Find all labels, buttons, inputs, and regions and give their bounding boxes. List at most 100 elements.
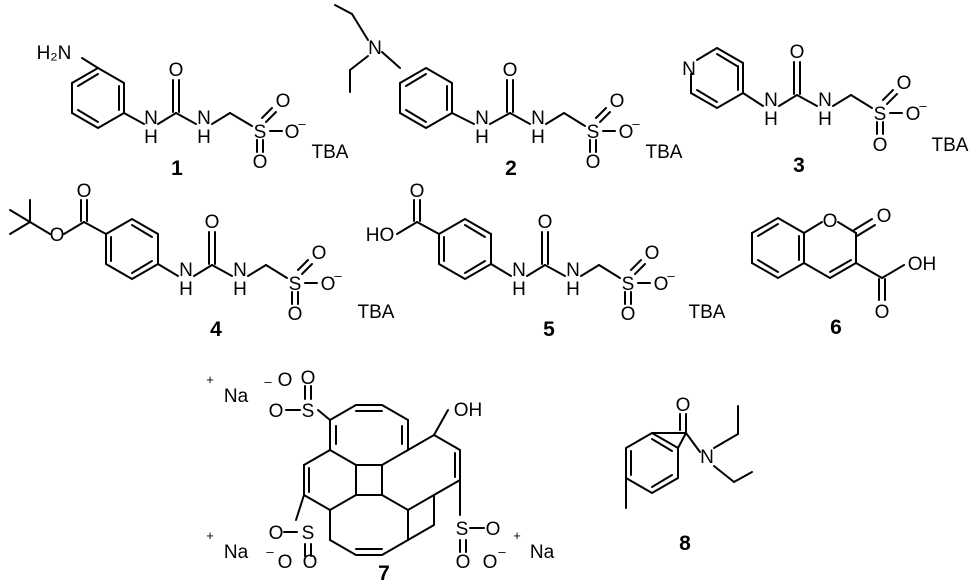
sulfonyl-oxygen-label: O [288,304,303,325]
nh-nitrogen-label: N [566,260,580,281]
acid-carbonyl-oxygen-label: O [410,181,425,202]
hydroxyl-label: OH [908,254,937,275]
negative-charge-label: – [334,268,342,283]
nh-nitrogen-label: N [818,90,832,111]
sulfonate-oxygen-label: O [285,122,300,143]
counterion-label: TBA [932,135,969,156]
nh-hydrogen-label: H [566,279,580,300]
compound-number: 5 [543,318,555,341]
sulfonate-oxygen-label: O [483,552,498,573]
amide-nitrogen-label: N [700,447,714,468]
pyridine-nitrogen-label: N [682,59,696,80]
nh-hydrogen-label: H [818,109,832,130]
sulfonate-oxygen-label: O [278,552,293,573]
sulfonate-oxygen-label: O [619,122,634,143]
sulfur-label: S [456,519,469,540]
sulfur-label: S [622,274,635,295]
negative-charge-label: – [264,374,272,389]
compound-number: 1 [171,157,183,180]
nh-nitrogen-label: N [144,108,158,129]
positive-charge-label: + [206,372,214,387]
negative-charge-label: – [498,544,506,559]
carbonyl-oxygen-label: O [676,395,691,416]
sulfonyl-oxygen-label: O [312,243,327,264]
sulfonate-oxygen-label: O [278,370,293,391]
carbonyl-oxygen-label: O [538,212,553,233]
sulfonyl-oxygen-label: O [610,91,625,112]
compound-4: O O O N H N H S O O – O TBA 4 [9,181,395,341]
sulfonyl-oxygen-label: O [621,304,636,325]
compound-6: O O OH O 6 [751,206,937,339]
sulfonyl-oxygen-label: O [456,552,471,573]
nh-hydrogen-label: H [233,279,247,300]
carbonyl-oxygen-label: O [205,212,220,233]
negative-charge-label: – [632,116,640,131]
hydroxyl-label: OH [454,400,483,421]
sulfonate-oxygen-label: O [321,274,336,295]
compound-5: HO O O N H N H S O O – O TBA 5 [366,181,726,341]
nh-nitrogen-label: N [179,260,193,281]
nh-hydrogen-label: H [179,279,193,300]
sulfonyl-oxygen-label: O [303,552,318,573]
ester-oxygen-label: O [50,225,65,246]
nh-hydrogen-label: H [764,109,778,130]
compound-2: N O N H N H S O O – O TBA 2 [334,4,683,180]
negative-charge-label: – [919,98,927,113]
amine-label: H₂N [37,43,72,64]
compound-8: O N 8 [625,395,753,555]
compound-3: N O N H N H S O O – O TBA 3 [682,42,969,177]
compound-number: 3 [793,154,805,177]
nh-hydrogen-label: H [531,127,545,148]
sulfonate-oxygen-label: O [906,104,921,125]
sulfonyl-oxygen-label: O [301,368,316,389]
counterion-label: TBA [358,302,395,323]
hydroxyl-label: HO [366,225,395,246]
nh-hydrogen-label: H [144,127,158,148]
nh-hydrogen-label: H [475,127,489,148]
sodium-label: Na [530,542,555,563]
sulfur-label: S [302,401,315,422]
carbonyl-oxygen-label: O [169,60,184,81]
nh-hydrogen-label: H [512,279,526,300]
compound-number: 8 [679,532,691,555]
compound-1: H₂N O N H N H S O O – O TBA 1 [37,43,349,180]
sulfonyl-oxygen-label: O [586,152,601,173]
positive-charge-label: + [513,528,521,543]
counterion-label: TBA [689,302,726,323]
sulfur-label: S [289,274,302,295]
compound-number: 7 [378,562,390,585]
sulfur-label: S [587,122,600,143]
amine-nitrogen-label: N [368,38,382,59]
sulfonyl-oxygen-label: O [253,152,268,173]
sulfonyl-oxygen-label: O [269,523,284,544]
nh-nitrogen-label: N [531,108,545,129]
lactone-oxygen-label: O [877,206,892,227]
sulfur-label: S [254,122,267,143]
sulfonyl-oxygen-label: O [645,243,660,264]
carbonyl-oxygen-label: O [503,60,518,81]
positive-charge-label: + [206,528,214,543]
carbonyl-oxygen-label: O [790,42,805,63]
negative-charge-label: – [667,268,675,283]
sulfonyl-oxygen-label: O [269,401,284,422]
nh-nitrogen-label: N [233,260,247,281]
sulfonate-oxygen-label: O [654,274,669,295]
sodium-label: Na [224,386,249,407]
nh-hydrogen-label: H [197,127,211,148]
acid-carbonyl-oxygen-label: O [875,302,890,323]
ring-oxygen-label: O [823,211,838,232]
sulfur-label: S [302,523,315,544]
compound-7: + Na – O O O S OH S O O – O + Na S O O O… [206,368,554,585]
sodium-label: Na [224,542,249,563]
sulfonyl-oxygen-label: O [897,73,912,94]
negative-charge-label: – [298,116,306,131]
nh-nitrogen-label: N [764,90,778,111]
compound-number: 4 [210,318,222,341]
nh-nitrogen-label: N [512,260,526,281]
sulfur-label: S [874,104,887,125]
compound-number: 2 [505,157,517,180]
compound-number: 6 [830,316,842,339]
nh-nitrogen-label: N [197,108,211,129]
sulfonyl-oxygen-label: O [873,135,888,156]
